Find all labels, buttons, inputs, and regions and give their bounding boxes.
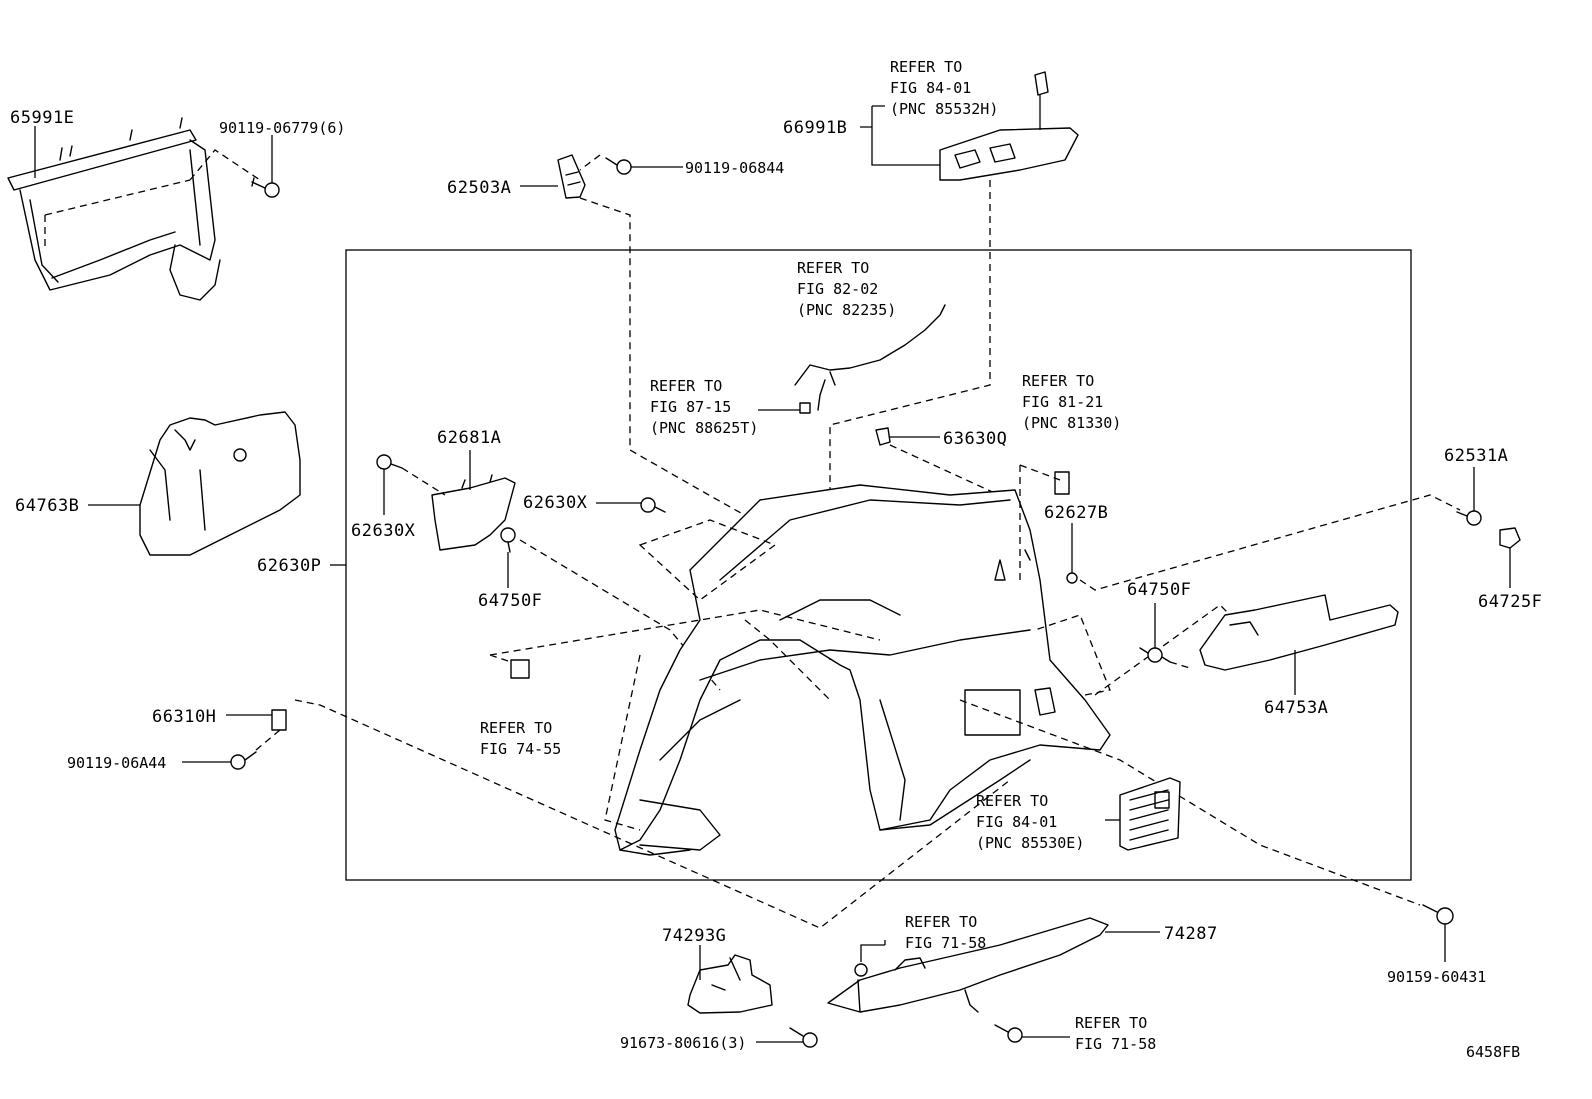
callout-62503A: 62503A <box>447 178 511 198</box>
refer-fig: FIG 82-02 <box>797 280 878 298</box>
part-64763B-drawing <box>139 411 301 556</box>
callout-65991E: 65991E <box>10 108 74 128</box>
bolt-62630X-b-drawing <box>640 497 666 513</box>
refer-fig: FIG 87-15 <box>650 398 731 416</box>
wire-harness-drawing <box>794 304 946 411</box>
bolt-74287-drawing <box>994 1024 1023 1043</box>
refer-71-58-upper: REFER TO FIG 71-58 <box>905 913 986 952</box>
callout-90119-06A44: 90119-06A44 <box>67 754 166 772</box>
callout-64725F: 64725F <box>1478 592 1542 612</box>
refer-84-01-lower: REFER TO FIG 84-01 (PNC 85530E) <box>976 792 1084 852</box>
callout-64753A: 64753A <box>1264 698 1328 718</box>
refer-pnc: (PNC 88625T) <box>650 419 758 437</box>
callout-62630X-center: 62630X <box>523 493 588 513</box>
clip-62627B-drawing <box>1066 572 1078 584</box>
refer-84-01-upper: REFER TO FIG 84-01 (PNC 85532H) <box>890 58 998 118</box>
refer-81-21: REFER TO FIG 81-21 (PNC 81330) <box>1022 372 1121 432</box>
callout-90119-06779: 90119-06779(6) <box>219 119 345 137</box>
part-62681A-drawing <box>431 474 516 551</box>
clip-64750F-a-drawing <box>500 527 516 553</box>
callout-90119-06844: 90119-06844 <box>685 159 784 177</box>
part-62630P-main-panel-drawing <box>614 484 1111 856</box>
refer-fig: FIG 81-21 <box>1022 393 1103 411</box>
callout-62627B: 62627B <box>1044 503 1108 523</box>
callout-63630Q: 63630Q <box>943 429 1007 449</box>
bolt-90119-06779-drawing <box>251 177 280 198</box>
ref-74-55-part-drawing <box>510 659 530 679</box>
part-65991E-drawing <box>7 117 221 301</box>
refer-fig: FIG 74-55 <box>480 740 561 758</box>
callout-64750F-right: 64750F <box>1127 580 1191 600</box>
refer-fig: FIG 71-58 <box>905 934 986 952</box>
refer-line: REFER TO <box>650 377 722 395</box>
callout-64763B: 64763B <box>15 496 79 516</box>
refer-pnc: (PNC 82235) <box>797 301 896 319</box>
refer-line: REFER TO <box>890 58 962 76</box>
refer-fig: FIG 84-01 <box>890 79 971 97</box>
bolt-91673-80616-drawing <box>789 1027 818 1048</box>
callout-64750F-left: 64750F <box>478 591 542 611</box>
callout-66310H: 66310H <box>152 707 216 727</box>
refer-71-58-lower: REFER TO FIG 71-58 <box>1075 1014 1156 1053</box>
refer-line: REFER TO <box>1075 1014 1147 1032</box>
callout-62531A: 62531A <box>1444 446 1508 466</box>
bolt-90159-60431-drawing <box>1422 904 1454 925</box>
callout-62681A: 62681A <box>437 428 501 448</box>
part-85530E-drawing <box>1119 777 1181 851</box>
refer-line: REFER TO <box>797 259 869 277</box>
part-66991B-drawing <box>939 71 1079 181</box>
refer-line: REFER TO <box>976 792 1048 810</box>
bolt-90119-06A44-drawing <box>230 751 257 770</box>
clip-64725F-drawing <box>1499 527 1521 549</box>
part-62627B-drawing <box>1054 471 1070 495</box>
callout-74293G: 74293G <box>662 926 726 946</box>
callout-62630X-left: 62630X <box>351 521 416 541</box>
callout-66991B: 66991B <box>783 118 847 138</box>
refer-pnc: (PNC 81330) <box>1022 414 1121 432</box>
callout-62630P: 62630P <box>257 556 321 576</box>
callout-74287: 74287 <box>1164 924 1218 944</box>
part-74287-drawing <box>827 917 1109 1013</box>
refer-82-02: REFER TO FIG 82-02 (PNC 82235) <box>797 259 896 319</box>
refer-line: REFER TO <box>1022 372 1094 390</box>
refer-74-55: REFER TO FIG 74-55 <box>480 719 561 758</box>
callout-90159-60431: 90159-60431 <box>1387 968 1486 986</box>
refer-line: REFER TO <box>480 719 552 737</box>
clip-88625T-drawing <box>799 402 811 414</box>
refer-line: REFER TO <box>905 913 977 931</box>
refer-fig: FIG 71-58 <box>1075 1035 1156 1053</box>
refer-pnc: (PNC 85532H) <box>890 100 998 118</box>
refer-87-15: REFER TO FIG 87-15 (PNC 88625T) <box>650 377 758 437</box>
part-74293G-drawing <box>687 954 773 1014</box>
refer-fig: FIG 84-01 <box>976 813 1057 831</box>
part-64753A-drawing <box>1199 594 1399 671</box>
bolt-62630X-a-drawing <box>376 454 403 470</box>
callout-91673-80616: 91673-80616(3) <box>620 1034 746 1052</box>
clip-63630Q-drawing <box>875 427 891 446</box>
part-62503A-drawing <box>557 154 586 199</box>
diagram-code: 6458FB <box>1466 1043 1520 1061</box>
clip-64750F-b-drawing <box>1139 647 1171 663</box>
refer-pnc: (PNC 85530E) <box>976 834 1084 852</box>
